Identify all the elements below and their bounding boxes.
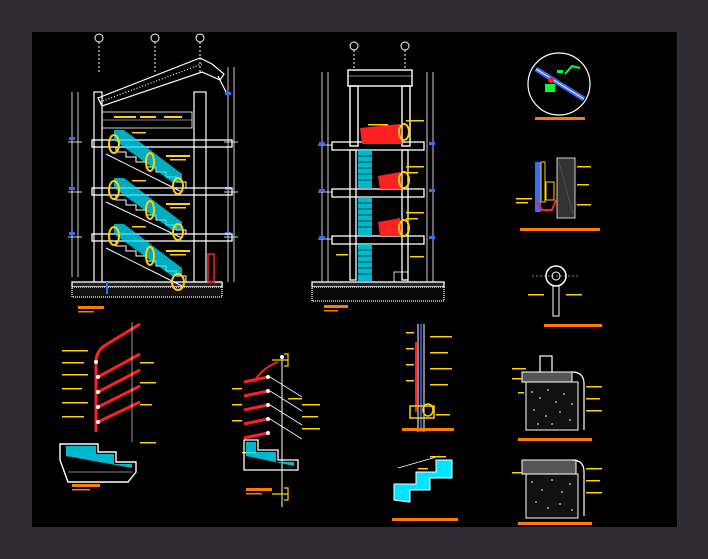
floor-slabs-left	[71, 139, 233, 298]
axis-bubbles-left	[94, 33, 205, 72]
detail-baluster-ring	[528, 265, 602, 327]
detail-circle-top-right	[527, 52, 591, 120]
handrail-red-center	[360, 124, 402, 236]
cad-drawing	[59, 33, 602, 525]
detail-handrail-center	[232, 353, 320, 507]
section-staircase-center	[311, 41, 445, 312]
section-staircase-left	[68, 33, 238, 313]
title-bar-left	[78, 306, 104, 309]
detail-stair-step	[392, 455, 458, 521]
stair-run-center	[358, 150, 372, 282]
roof-frame-center	[347, 69, 413, 147]
annotations-left	[114, 116, 190, 256]
handrail-brackets-left	[108, 134, 185, 291]
detail-foundation-lower	[512, 459, 602, 525]
handrail-brackets-center	[398, 123, 410, 237]
detail-wall-anchor	[516, 157, 600, 231]
detail-handrail-left	[59, 322, 156, 491]
detail-post-vertical	[402, 324, 454, 432]
cad-drawing-canvas	[32, 32, 677, 527]
detail-foundation-upper	[512, 355, 602, 441]
roof-slab	[97, 57, 227, 107]
floor-slabs-center	[311, 141, 445, 302]
dimension-lines-left	[68, 67, 238, 282]
title-bar-center	[324, 305, 348, 308]
